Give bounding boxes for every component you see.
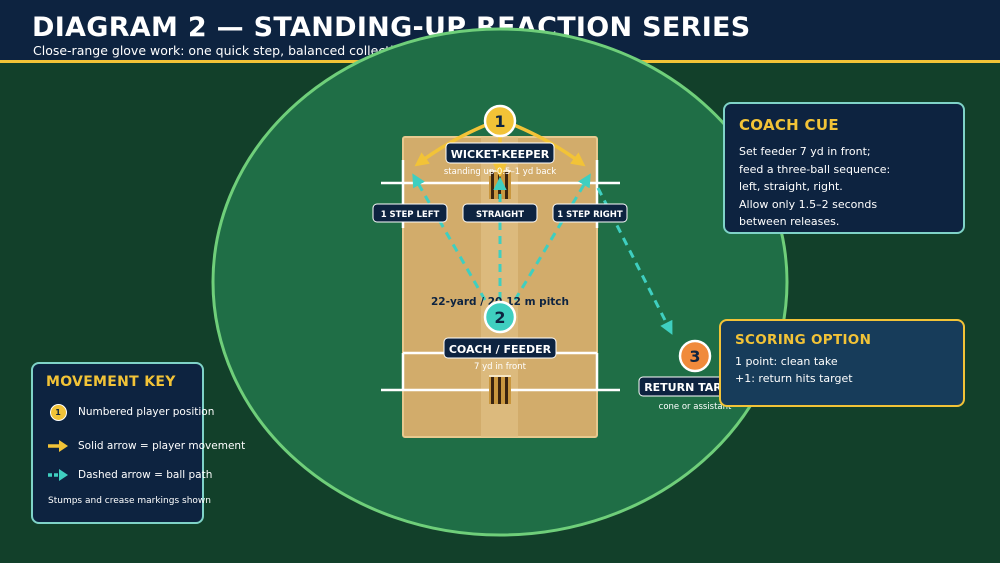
player-2-badge: 2 bbox=[483, 300, 517, 334]
ball-path-left bbox=[412, 173, 487, 301]
movement-key-title: MOVEMENT KEY bbox=[46, 374, 176, 390]
player-1-badge: 1 bbox=[483, 104, 517, 138]
ball-path-return bbox=[596, 187, 673, 335]
keeper-move-arrow-left bbox=[414, 123, 487, 167]
keeper-label: WICKET-KEEPER bbox=[445, 142, 555, 164]
player-3-number: 3 bbox=[689, 347, 700, 366]
feeder-label: COACH / FEEDER bbox=[443, 337, 557, 359]
numbered-badge-icon: 1 bbox=[49, 403, 67, 421]
page-title: DIAGRAM 2 — STANDING-UP REACTION SERIES bbox=[32, 12, 751, 43]
coach-cue-panel: COACH CUE Set feeder 7 yd in front; feed… bbox=[723, 102, 965, 234]
page-subtitle: Close-range glove work: one quick step, … bbox=[33, 43, 421, 58]
step-label-right-text: 1 STEP RIGHT bbox=[557, 210, 623, 220]
player-1-number: 1 bbox=[494, 112, 505, 131]
coach-cue-title: COACH CUE bbox=[739, 116, 839, 134]
keeper-label-text: WICKET-KEEPER bbox=[451, 148, 550, 161]
return-target-sublabel: cone or assistant bbox=[659, 402, 732, 412]
stumps-feeder-end bbox=[489, 375, 511, 404]
coach-cue-line: Allow only 1.5–2 seconds bbox=[739, 197, 878, 211]
player-2-number: 2 bbox=[494, 308, 505, 327]
solid-arrow-icon bbox=[48, 440, 68, 452]
step-label-left: 1 STEP LEFT bbox=[372, 203, 448, 223]
scoring-line: 1 point: clean take bbox=[735, 355, 838, 368]
movement-key-panel: MOVEMENT KEY 1 Numbered player position … bbox=[31, 362, 245, 524]
step-label-left-text: 1 STEP LEFT bbox=[381, 210, 440, 220]
coach-cue-line: between releases. bbox=[739, 215, 840, 228]
step-label-straight-text: STRAIGHT bbox=[476, 210, 524, 220]
keeper-move-arrow-right bbox=[513, 123, 586, 167]
movement-key-note: Stumps and crease markings shown bbox=[48, 496, 211, 506]
key-text: Dashed arrow = ball path bbox=[78, 469, 213, 481]
dashed-arrow-icon bbox=[48, 469, 68, 481]
scoring-option-panel: SCORING OPTION 1 point: clean take +1: r… bbox=[719, 319, 965, 407]
player-3-badge: 3 bbox=[678, 339, 712, 373]
keeper-sublabel: standing up 0.5–1 yd back bbox=[444, 167, 556, 177]
feeder-sublabel: 7 yd in front bbox=[474, 362, 527, 372]
scoring-line: +1: return hits target bbox=[735, 372, 853, 385]
coach-cue-line: left, straight, right. bbox=[739, 180, 843, 193]
coach-cue-line: feed a three-ball sequence: bbox=[739, 162, 891, 176]
key-text: Numbered player position bbox=[78, 406, 215, 418]
scoring-option-title: SCORING OPTION bbox=[735, 332, 872, 348]
coach-cue-line: Set feeder 7 yd in front; bbox=[739, 145, 871, 158]
step-label-right: 1 STEP RIGHT bbox=[552, 203, 628, 223]
key-row-position: 1 Numbered player position bbox=[47, 402, 214, 422]
step-label-straight: STRAIGHT bbox=[462, 203, 538, 223]
key-row-dashed-arrow: Dashed arrow = ball path bbox=[47, 465, 212, 485]
key-row-solid-arrow: Solid arrow = player movement bbox=[47, 436, 245, 456]
feeder-label-text: COACH / FEEDER bbox=[449, 343, 552, 356]
key-text: Solid arrow = player movement bbox=[78, 440, 246, 452]
ball-path-right bbox=[513, 173, 591, 301]
